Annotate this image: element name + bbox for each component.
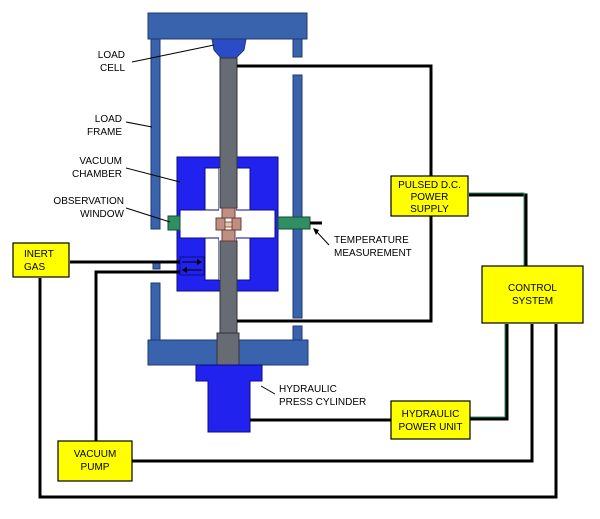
die-left [215,217,226,231]
hydraulic-press-cylinder [195,364,263,433]
load-frame-left-column-upper [150,38,161,230]
inert-gas-control-line [38,278,558,499]
hydraulic-power-unit-box-line2: POWER UNIT [399,422,463,433]
hydraulic-control-signal [470,324,506,418]
load-frame-right-column-mid [292,74,303,319]
temperature-label-line2: MEASUREMENT [334,248,412,259]
pulsed-dc-control-line [469,193,528,266]
control-system-box-rect [481,265,584,324]
vacuum-chamber-inner-upper-left [204,167,220,211]
inert-gas-box: INERT GAS [12,242,70,278]
green-signal-lines [469,192,525,418]
load-frame-leader [125,121,153,128]
control-system-box-line1: CONTROL [508,283,557,294]
gas-inlet-fitting [179,256,205,276]
observation-window-label-line1: OBSERVATION [53,196,124,207]
sample [224,221,233,228]
temperature-label-line1: TEMPERATURE [334,235,409,246]
sample-die [215,207,242,242]
pulsed-dc-box-line3: SUPPLY [410,204,449,215]
die-lower-punch [221,229,236,242]
vacuum-chamber-label-line2: CHAMBER [72,169,122,180]
control-to-hydraulic-line [470,324,509,421]
vacuum-chamber-inner-upper-right [235,167,251,211]
inert-gas-box-line1: INERT [24,249,54,260]
gas-arrow-out-head [182,267,187,273]
vacuum-pump-line [132,324,534,463]
vacuum-chamber-inner-lower-right [235,237,251,281]
connection-lines [38,64,558,499]
lower-ram-base [216,332,240,366]
vacuum-chamber-label-line1: VACUUM [79,156,122,167]
control-system-box: CONTROL SYSTEM [481,265,584,324]
control-system-box-line2: SYSTEM [512,296,553,307]
inert-gas-box-rect [12,242,70,278]
vacuum-chamber-inner-lower-left [204,237,220,281]
temperature-probe [277,216,311,230]
gas-line-bottom [94,270,180,467]
pulsed-dc-box-line2: POWER [411,192,449,203]
observation-window [167,215,181,231]
inert-gas-box-line2: GAS [24,262,45,273]
observation-window-leader [125,207,171,223]
hydraulic-power-unit-box: HYDRAULIC POWER UNIT [390,400,471,440]
load-cell-label-line1: LOAD [98,50,125,61]
hydraulic-power-unit-box-line1: HYDRAULIC [402,409,460,420]
vacuum-pump-box-rect [57,440,133,482]
gas-arrow-in-head [197,259,202,265]
observation-window-label-line2: WINDOW [80,209,124,220]
temperature-leader-arrowhead [313,228,319,235]
power-line-top [237,64,433,176]
load-frame-right-column-lower [292,325,303,342]
load-frame-label-line1: LOAD [95,114,122,125]
temperature-leader [315,230,330,246]
load-cell-label-line2: CELL [100,63,125,74]
pulsed-dc-power-supply-box-rect [390,175,469,217]
load-frame-left-column-lower [150,282,161,342]
vacuum-chamber-leader [125,167,181,183]
load-cell [211,38,247,59]
die-right [231,217,242,231]
upper-ram [219,57,238,209]
leader-lines [125,44,330,395]
gas-inlet-port [152,262,161,270]
load-cell-leader [131,44,215,63]
vacuum-pump-box-line2: PUMP [81,462,110,473]
die-upper-punch [221,207,236,219]
lower-ram [219,240,238,334]
pulsed-dc-control-signal [469,192,525,266]
load-frame-right-column-upper [292,38,303,58]
hydraulic-cylinder-leader [260,385,276,395]
vacuum-pump-box-line1: VACUUM [74,449,117,460]
hydraulic-cylinder-label-line2: PRESS CYLINDER [279,397,366,408]
load-frame-top-beam [147,12,308,40]
load-frame-label-line2: FRAME [87,127,122,138]
pulsed-dc-box-line1: PULSED D.C. [398,180,461,191]
callout-labels: LOAD CELL LOAD FRAME VACUUM CHAMBER OBSE… [53,50,411,408]
hydraulic-cylinder-label-line1: HYDRAULIC [279,384,337,395]
hydraulic-power-unit-box-rect [390,400,471,440]
power-line-bottom [237,216,433,323]
pulsed-dc-power-supply-box: PULSED D.C. POWER SUPPLY [390,175,469,217]
vacuum-pump-box: VACUUM PUMP [57,440,133,482]
